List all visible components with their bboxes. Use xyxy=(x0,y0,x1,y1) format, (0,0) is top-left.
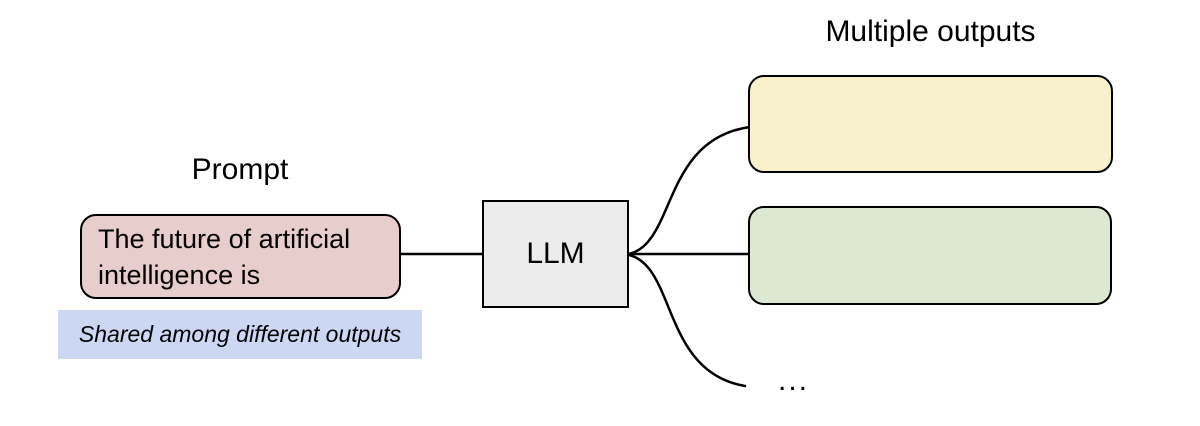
llm-label: LLM xyxy=(526,237,585,270)
output-box-2 xyxy=(748,206,1112,305)
prompt-box-text: The future of artificial intelligence is xyxy=(98,223,351,290)
llm-box: LLM xyxy=(482,200,629,308)
more-outputs-ellipsis: ... xyxy=(778,364,810,397)
prompt-heading: Prompt xyxy=(191,153,289,186)
shared-note: Shared among different outputs xyxy=(58,310,422,359)
outputs-heading: Multiple outputs xyxy=(825,15,1036,48)
llm-to-more-outputs-connector xyxy=(627,253,747,388)
llm-to-output1-connector xyxy=(627,125,752,256)
output-box-1 xyxy=(748,75,1113,173)
prompt-box: The future of artificial intelligence is xyxy=(80,214,401,299)
